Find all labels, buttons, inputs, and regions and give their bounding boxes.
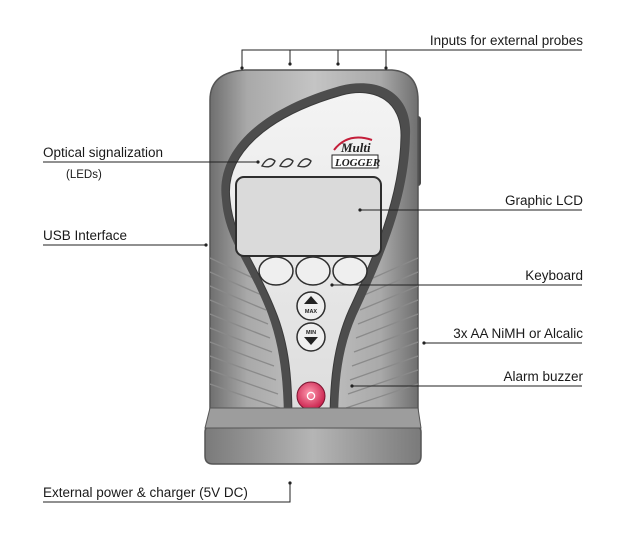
line-inputs bbox=[241, 49, 582, 68]
label-inputs: Inputs for external probes bbox=[429, 33, 583, 48]
callout-dots bbox=[204, 62, 426, 485]
led-3 bbox=[296, 158, 312, 168]
line-power bbox=[43, 483, 291, 503]
keyboard bbox=[258, 256, 368, 286]
brand-bottom-box bbox=[331, 154, 379, 169]
key-min-label: MIN bbox=[306, 330, 316, 336]
key-1[interactable] bbox=[258, 256, 294, 286]
foot-neck bbox=[204, 407, 422, 429]
key-max-label: MAX bbox=[305, 309, 318, 315]
label-optical: Optical signalization bbox=[43, 145, 164, 160]
label-leds: (LEDs) bbox=[66, 169, 102, 181]
label-buzzer: Alarm buzzer bbox=[503, 369, 583, 384]
label-power: External power & charger (5V DC) bbox=[43, 485, 248, 500]
power-icon bbox=[306, 391, 316, 401]
key-min[interactable]: MIN bbox=[296, 322, 326, 352]
brand-logo: Multi LOGGER bbox=[331, 136, 380, 169]
brand-top: Multi bbox=[340, 140, 371, 155]
key-2[interactable] bbox=[295, 256, 331, 286]
label-battery: 3x AA NiMH or Alcalic bbox=[453, 326, 583, 341]
device-foot bbox=[204, 425, 422, 465]
key-max[interactable]: MAX bbox=[296, 291, 326, 321]
power-button[interactable] bbox=[296, 381, 326, 411]
label-lcd: Graphic LCD bbox=[504, 193, 583, 208]
key-3[interactable] bbox=[332, 256, 368, 286]
brand-swoosh bbox=[333, 136, 373, 151]
label-usb: USB Interface bbox=[43, 228, 128, 243]
led-1 bbox=[260, 158, 276, 168]
label-keyboard: Keyboard bbox=[525, 268, 583, 283]
brand-bottom: LOGGER bbox=[334, 157, 380, 169]
graphic-lcd bbox=[235, 176, 382, 257]
led-2 bbox=[278, 158, 294, 168]
led-group bbox=[260, 158, 312, 168]
arrow-up-icon bbox=[304, 296, 318, 304]
callout-lines bbox=[43, 49, 582, 503]
arrow-down-icon bbox=[304, 337, 318, 345]
